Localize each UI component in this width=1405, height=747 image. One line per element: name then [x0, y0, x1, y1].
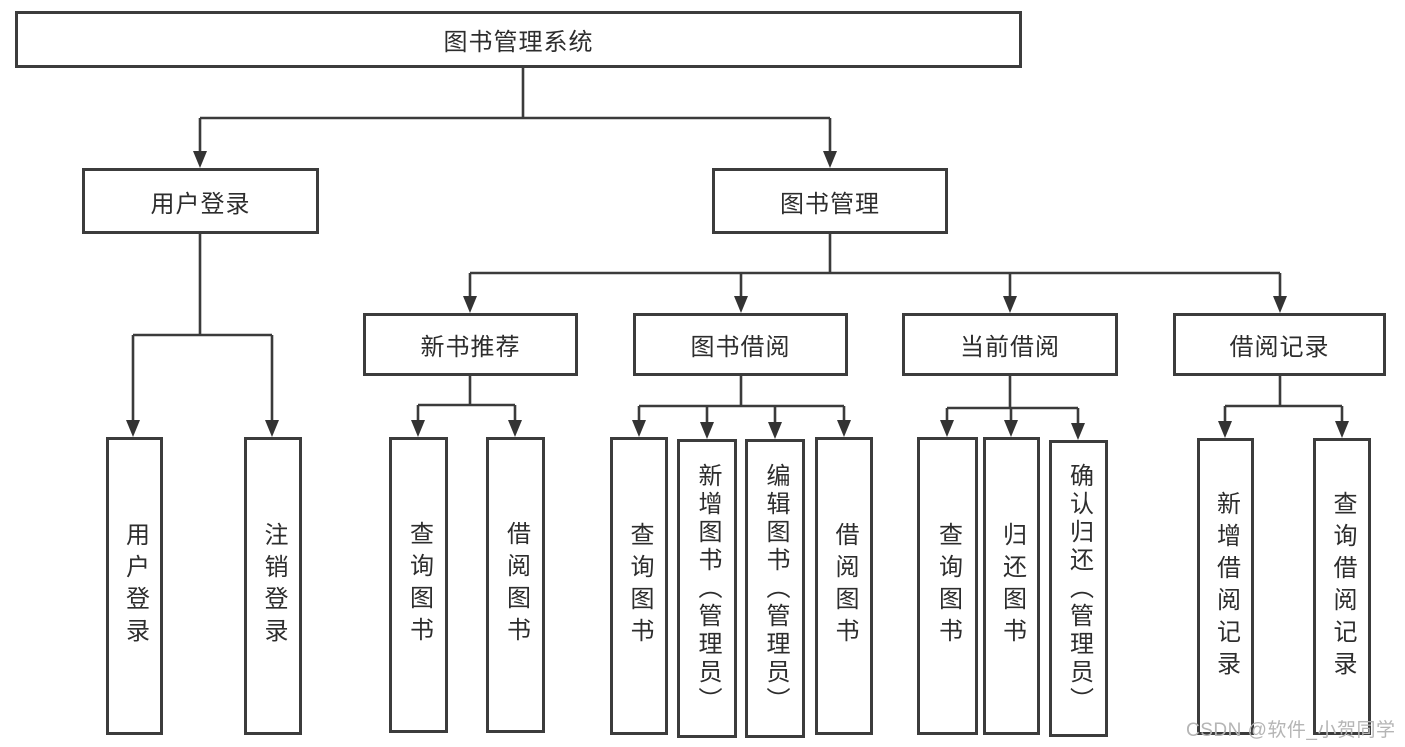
node-user-login: 用户登录: [82, 168, 319, 234]
connector-book-management-children: [468, 234, 1282, 298]
arrow-edit-book: [768, 422, 782, 439]
arrow-borrowing-records: [1273, 296, 1287, 313]
leaf-query-books-3: 查询图书: [917, 437, 978, 735]
leaf-add-book-admin: 新增图书（管理员）: [677, 439, 737, 738]
leaf-confirm-return-admin: 确认归还（管理员）: [1049, 440, 1108, 737]
node-current-borrowing: 当前借阅: [902, 313, 1118, 376]
arrow-return-book: [1004, 420, 1018, 437]
leaf-user-login: 用户登录: [106, 437, 163, 735]
connector-current-borrowing-children: [945, 376, 1080, 425]
node-borrowing-records: 借阅记录: [1173, 313, 1386, 376]
arrow-borrow-books-1: [508, 420, 522, 437]
arrow-book-borrowing: [734, 296, 748, 313]
leaf-logout: 注销登录: [244, 437, 302, 735]
leaf-edit-book-admin: 编辑图书（管理员）: [745, 439, 805, 738]
node-new-book-recommend: 新书推荐: [363, 313, 578, 376]
arrow-book-management: [823, 151, 837, 168]
arrow-new-book-recommend: [463, 296, 477, 313]
connector-root-to-level2: [198, 68, 832, 153]
leaf-query-books-2: 查询图书: [610, 437, 668, 735]
arrow-confirm-return: [1071, 423, 1085, 440]
leaf-add-borrow-record: 新增借阅记录: [1197, 438, 1254, 735]
arrow-leaf-logout: [265, 420, 279, 437]
arrow-leaf-user-login: [126, 420, 140, 437]
node-book-management-system: 图书管理系统: [15, 11, 1022, 68]
arrow-borrow-books-2: [837, 420, 851, 437]
arrow-add-book: [700, 422, 714, 439]
connector-book-borrowing-children: [637, 376, 846, 424]
watermark: CSDN @软件_小贺同学: [1186, 720, 1396, 741]
arrow-user-login: [193, 151, 207, 168]
arrow-query-books-1: [411, 420, 425, 437]
arrow-query-borrow-record: [1335, 421, 1349, 438]
connector-user-login-children: [131, 234, 274, 422]
connector-new-book-children: [416, 376, 517, 422]
node-book-borrowing: 图书借阅: [633, 313, 848, 376]
connector-borrowing-records-children: [1223, 376, 1344, 423]
arrow-query-books-3: [940, 420, 954, 437]
arrow-current-borrowing: [1003, 296, 1017, 313]
arrow-add-borrow-record: [1218, 421, 1232, 438]
leaf-return-book: 归还图书: [983, 437, 1040, 735]
leaf-query-books-1: 查询图书: [389, 437, 448, 733]
leaf-borrow-books-1: 借阅图书: [486, 437, 545, 733]
leaf-query-borrow-record: 查询借阅记录: [1313, 438, 1371, 735]
arrow-query-books-2: [632, 420, 646, 437]
node-book-management: 图书管理: [712, 168, 948, 234]
leaf-borrow-books-2: 借阅图书: [815, 437, 873, 735]
